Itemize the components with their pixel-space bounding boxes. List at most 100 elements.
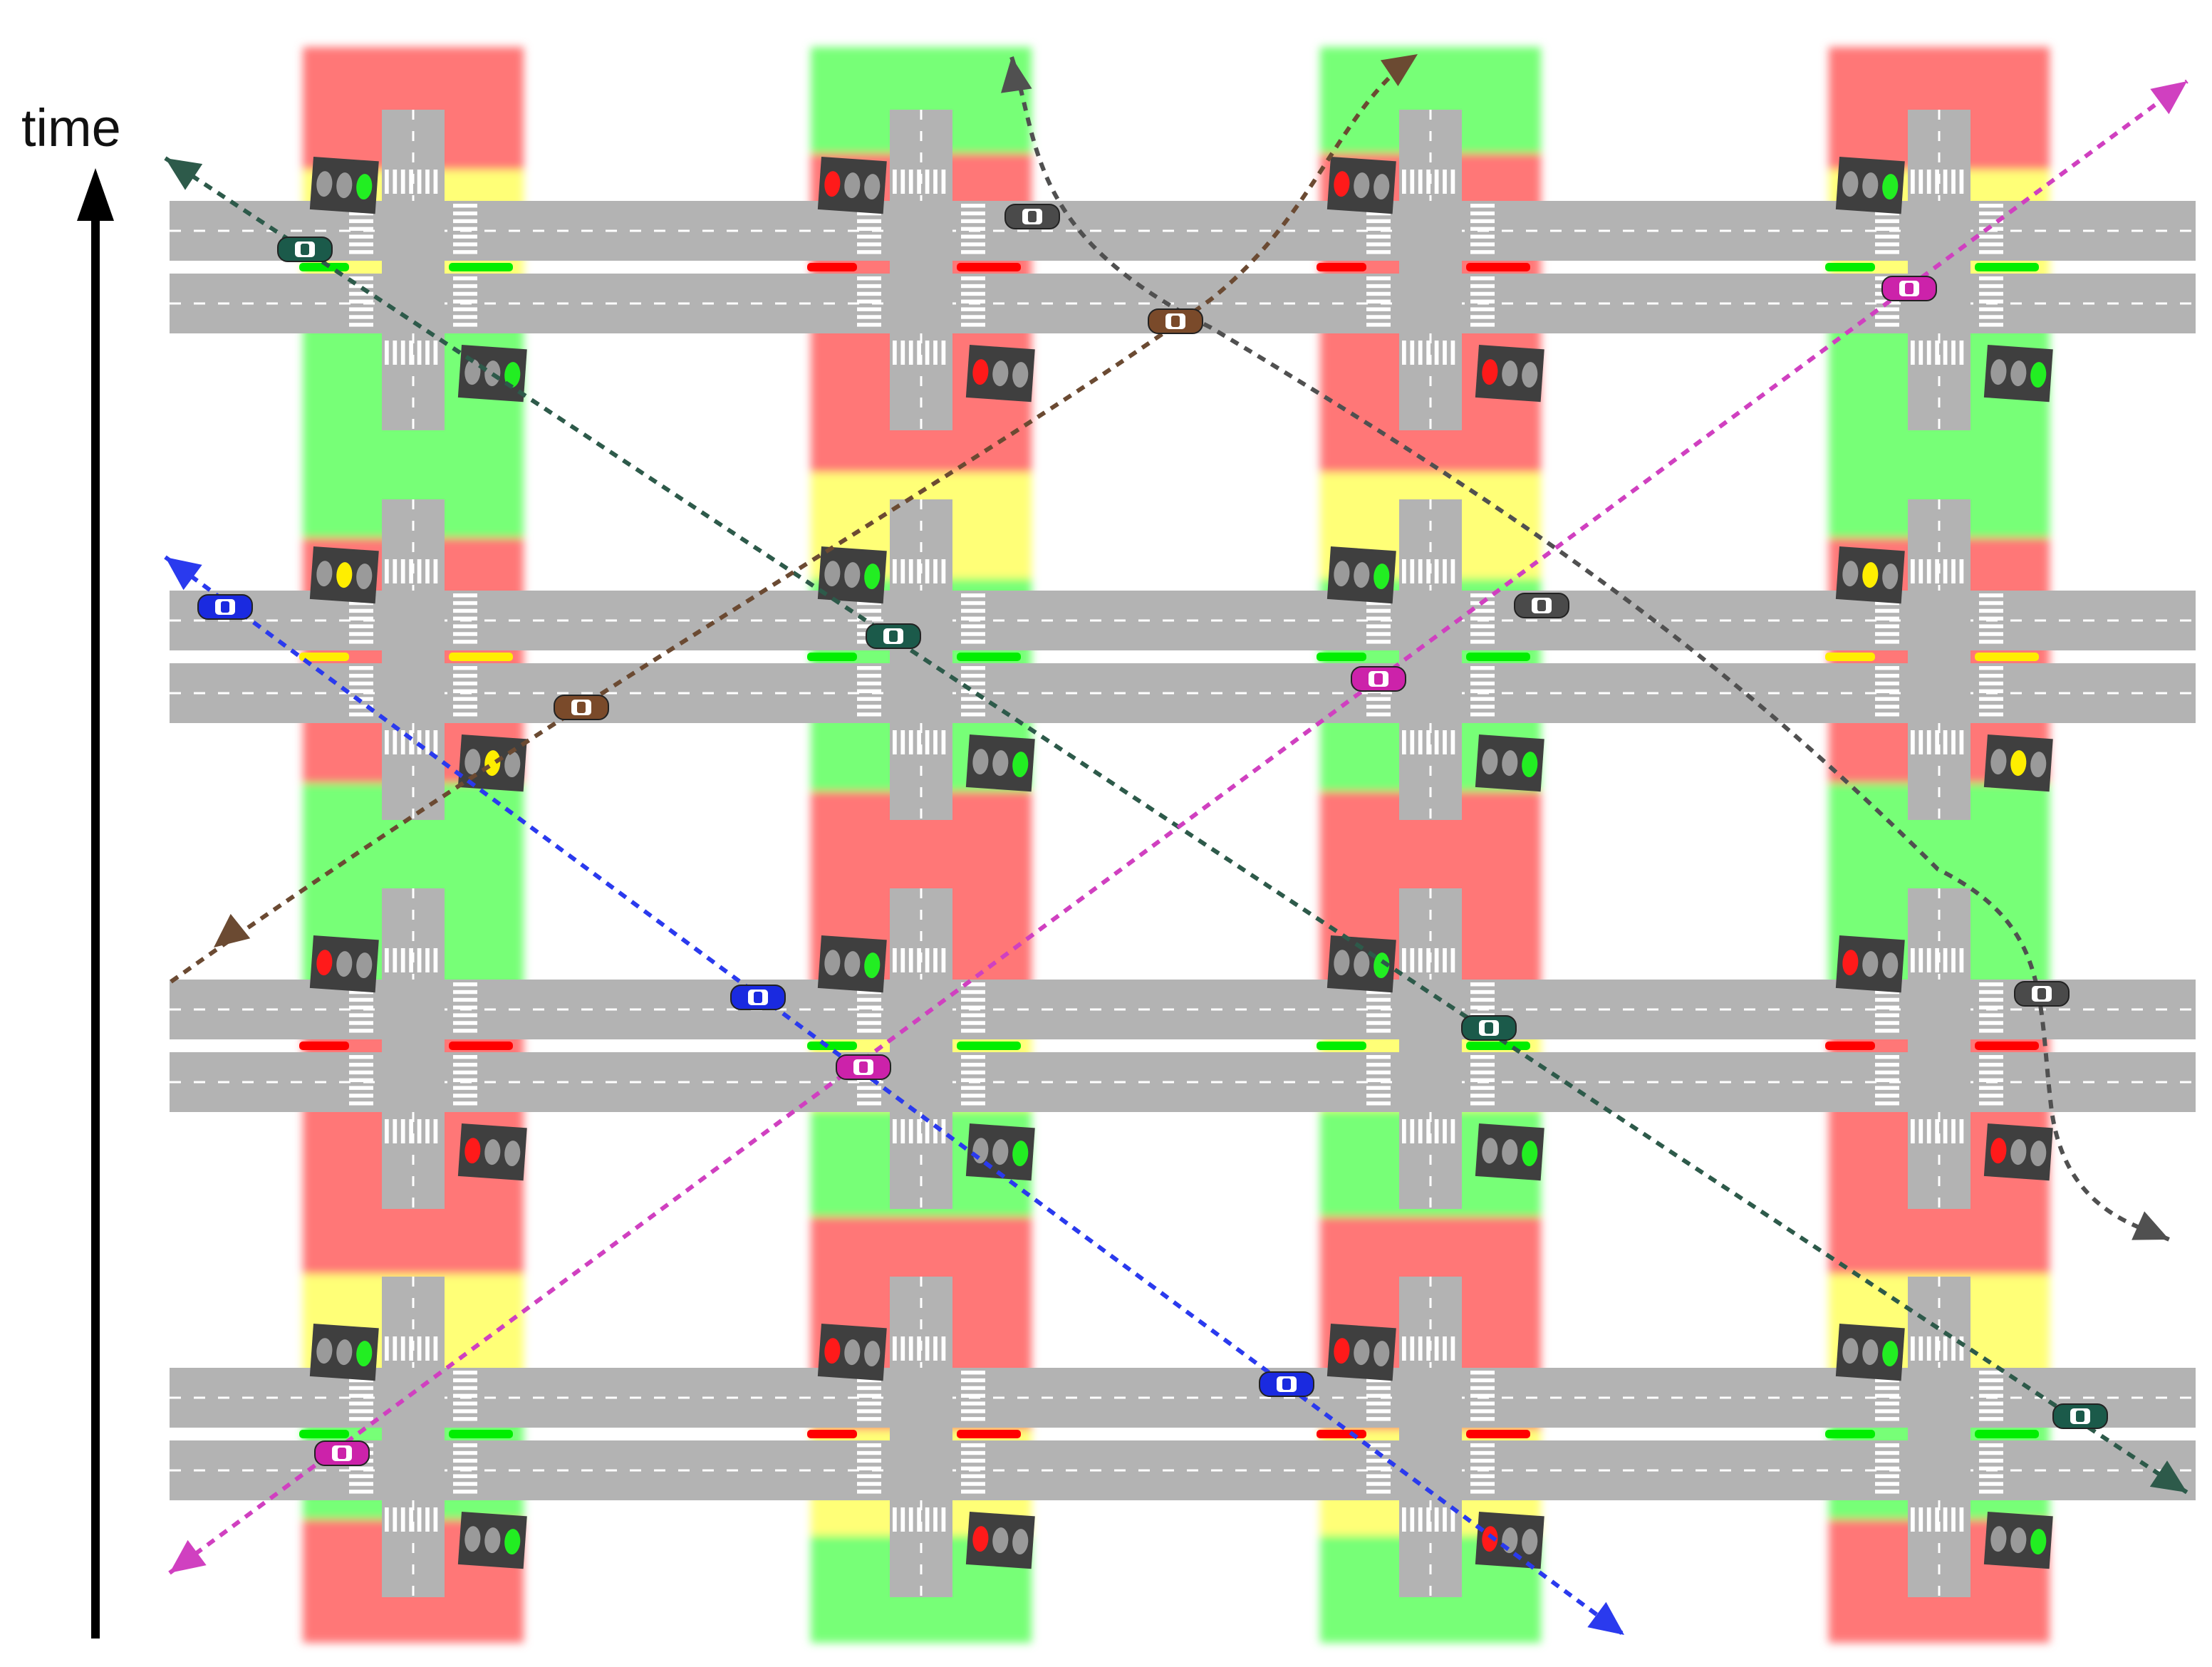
crosswalk-stripe: [1979, 1386, 2003, 1391]
crosswalk: [385, 341, 438, 365]
crosswalk-stripe: [453, 990, 477, 995]
crosswalk-stripe: [1918, 341, 1923, 365]
crosswalk-stripe: [425, 1507, 430, 1532]
crosswalk-stripe: [385, 1119, 389, 1143]
crosswalk-stripe: [425, 1119, 430, 1143]
crosswalk: [1979, 276, 2003, 327]
crosswalk-stripe: [400, 1507, 405, 1532]
trajectory-path: [170, 52, 1419, 984]
crosswalk-stripe: [1366, 307, 1391, 311]
signal-lamp-off: [464, 359, 481, 385]
signal-lamp-off: [824, 950, 841, 976]
crosswalk-stripe: [1366, 997, 1391, 1002]
crosswalk-stripe: [961, 673, 985, 678]
crosswalk-stripe: [1470, 1393, 1495, 1398]
crosswalk-stripe: [1979, 1055, 2003, 1059]
crosswalk-stripe: [453, 640, 477, 644]
crosswalk-stripe: [1979, 211, 2003, 216]
crosswalk-stripe: [1959, 1336, 1964, 1361]
crosswalk-stripe: [409, 730, 413, 754]
signal-lamp-green: [1012, 752, 1029, 778]
trajectory-blue-car: [164, 555, 1626, 1637]
stop-line-green: [1975, 263, 2039, 271]
crosswalk: [961, 666, 985, 717]
crosswalk-stripe: [1443, 1336, 1447, 1361]
car-roof: [889, 630, 898, 642]
crosswalk-stripe: [393, 559, 398, 583]
crosswalk-stripe: [1366, 1086, 1391, 1090]
dark-green-car: [1461, 1015, 1517, 1041]
crosswalk-stripe: [1875, 1474, 1899, 1478]
car-roof: [1374, 673, 1383, 685]
crosswalk-stripe: [1979, 204, 2003, 208]
signal-lamp-green: [864, 564, 881, 590]
crosswalk-stripe: [857, 689, 881, 693]
crosswalk-stripe: [453, 624, 477, 628]
stop-line-red: [449, 1042, 513, 1050]
crosswalk-stripe: [857, 234, 881, 239]
crosswalk-stripe: [1450, 1336, 1455, 1361]
stop-line-red: [1825, 1042, 1875, 1050]
trajectory-arrowhead: [1380, 54, 1418, 87]
traffic-signal-upper-r4c4: [1835, 1324, 1905, 1381]
crosswalk-stripe: [349, 632, 373, 636]
crosswalk: [1402, 948, 1455, 972]
traffic-signal-lower-r1c2: [965, 344, 1035, 403]
traffic-signal-upper-r2c1: [309, 546, 379, 604]
crosswalk-stripe: [1979, 1005, 2003, 1009]
traffic-signal-upper-r2c4: [1835, 546, 1905, 604]
crosswalk-stripe: [1935, 170, 1939, 194]
crosswalk-stripe: [1434, 1336, 1439, 1361]
crosswalk-stripe: [453, 666, 477, 670]
signal-lamp-green: [2030, 362, 2047, 388]
crosswalk-stripe: [857, 1005, 881, 1009]
crosswalk-stripe: [1366, 227, 1391, 231]
crosswalk-stripe: [453, 632, 477, 636]
crosswalk-stripe: [1366, 1070, 1391, 1075]
crosswalk-stripe: [1450, 730, 1455, 754]
crosswalk-stripe: [1979, 250, 2003, 254]
magenta-car: [314, 1440, 370, 1466]
crosswalk-stripe: [385, 1507, 389, 1532]
car-roof: [1537, 600, 1546, 611]
crosswalk: [385, 1336, 438, 1361]
crosswalk-stripe: [1979, 1013, 2003, 1017]
crosswalk-stripe: [453, 291, 477, 296]
crosswalk-stripe: [1979, 1482, 2003, 1486]
crosswalk-stripe: [1434, 559, 1439, 583]
crosswalk-stripe: [1426, 559, 1430, 583]
crosswalk-stripe: [961, 242, 985, 246]
crosswalk-stripe: [857, 1086, 881, 1090]
crosswalk-stripe: [425, 730, 430, 754]
signal-lamp-off: [1842, 1338, 1859, 1364]
crosswalk-stripe: [409, 1336, 413, 1361]
crosswalk-stripe: [453, 204, 477, 208]
crosswalk-stripe: [453, 1070, 477, 1075]
crosswalk-stripe: [961, 307, 985, 311]
crosswalk-stripe: [1470, 1450, 1495, 1455]
crosswalk-stripe: [1418, 559, 1423, 583]
stop-line-green: [807, 1042, 857, 1050]
crosswalk: [1470, 276, 1495, 327]
signal-lamp-off: [1990, 749, 2007, 775]
crosswalk-stripe: [1875, 632, 1899, 636]
crosswalk: [1911, 948, 1964, 972]
crosswalk-stripe: [433, 559, 438, 583]
crosswalk-stripe: [1470, 250, 1495, 254]
crosswalk-stripe: [1426, 1336, 1430, 1361]
crosswalk-stripe: [1410, 341, 1415, 365]
crosswalk-stripe: [1875, 234, 1899, 239]
crosswalk-stripe: [349, 1490, 373, 1494]
crosswalk-stripe: [1979, 601, 2003, 606]
crosswalk: [961, 1443, 985, 1494]
crosswalk-stripe: [857, 1458, 881, 1463]
crosswalk-stripe: [961, 1417, 985, 1421]
crosswalk-stripe: [349, 1101, 373, 1106]
crosswalk-stripe: [1366, 712, 1391, 717]
crosswalk-stripe: [1875, 1466, 1899, 1470]
signal-lamp-off: [336, 1339, 353, 1366]
crosswalk: [1979, 204, 2003, 254]
traffic-signal-upper-r2c3: [1326, 546, 1396, 604]
crosswalk-stripe: [908, 1336, 913, 1361]
crosswalk-stripe: [908, 1119, 913, 1143]
